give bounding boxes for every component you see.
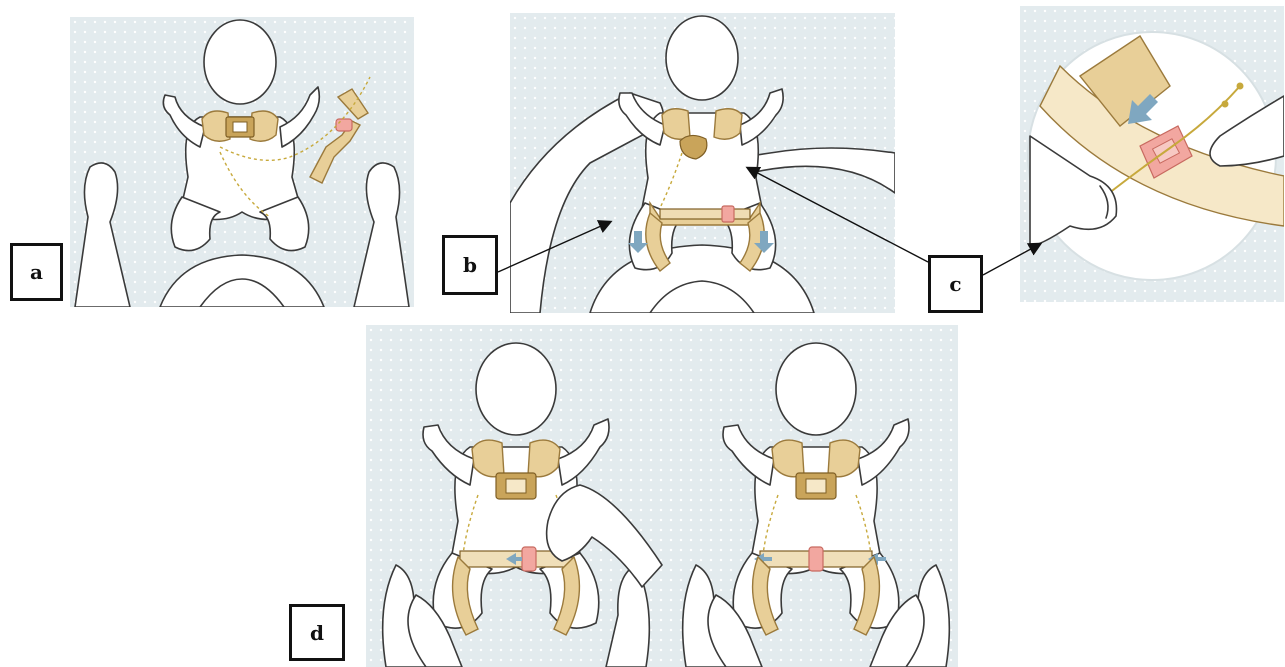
baby-harness-tightening-illustration (366, 325, 958, 667)
panel-label-d: d (289, 604, 345, 661)
baby-harness-fastening-illustration (510, 13, 895, 313)
baby-harness-open-illustration (70, 17, 414, 307)
panel-label-b: b (442, 235, 498, 295)
right-figure (683, 343, 950, 667)
panel-a-illustration (70, 17, 414, 307)
left-figure (383, 343, 662, 667)
panel-label-a: a (10, 243, 63, 301)
panel-c-illustration (1020, 6, 1284, 302)
panel-b-illustration (510, 13, 895, 313)
panel-label-c: c (928, 255, 983, 313)
panel-d-illustration (366, 325, 958, 667)
buckle-closeup-illustration (1020, 6, 1284, 302)
